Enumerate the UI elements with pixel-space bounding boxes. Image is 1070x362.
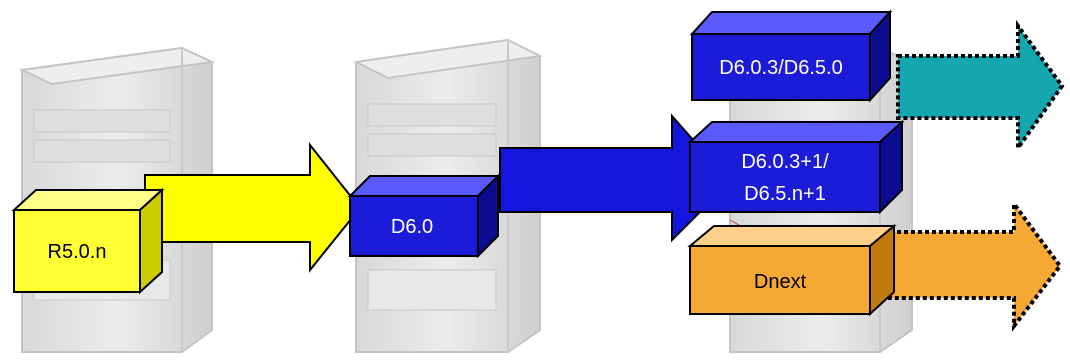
dnext-label: Dnext — [754, 271, 807, 293]
d603p1-box: D6.0.3+1/ D6.5.n+1 — [687, 119, 905, 215]
teal-dashed-arrow — [896, 19, 1065, 155]
d603p1-label-line1: D6.0.3+1/ — [741, 151, 829, 173]
d603-box: D6.0.3/D6.5.0 — [689, 9, 893, 103]
orange-dashed-arrow — [888, 197, 1063, 332]
r5-box: R5.0.n — [11, 187, 165, 295]
d603-label: D6.0.3/D6.5.0 — [719, 57, 842, 79]
d6-label: D6.0 — [391, 216, 433, 238]
dnext-box: Dnext — [687, 223, 897, 317]
d603p1-label-line2: D6.5.n+1 — [744, 183, 826, 205]
d6-box: D6.0 — [347, 173, 501, 259]
r5-label: R5.0.n — [48, 241, 107, 263]
yellow-arrow — [144, 142, 362, 273]
